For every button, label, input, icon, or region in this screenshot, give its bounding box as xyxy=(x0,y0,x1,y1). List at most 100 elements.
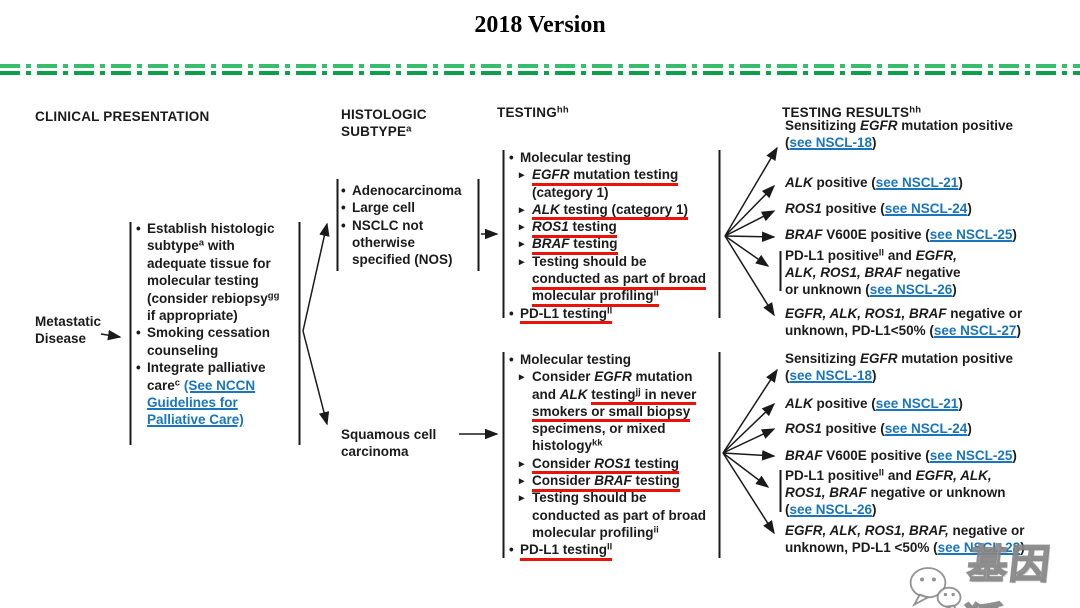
text-segment: PD-L1 positive xyxy=(785,468,879,483)
arrow-lo-result-2 xyxy=(722,402,776,454)
text-segment: ll xyxy=(607,305,613,317)
result-row-alk-upper: ALK positive (see NSCL-21) xyxy=(785,174,963,191)
text-segment: ) xyxy=(967,201,972,216)
link-nscl-25[interactable]: see NSCL-25 xyxy=(929,227,1013,242)
text-segment: testing xyxy=(591,386,636,402)
text-segment: ROS1 xyxy=(785,201,822,216)
link-nscl-21[interactable]: see NSCL-21 xyxy=(875,175,959,190)
text-segment: Testing should be xyxy=(532,490,647,506)
text-segment: EGFR, ALK, ROS1, BRAF, xyxy=(785,523,949,538)
text-segment: EGFR, ALK, xyxy=(915,468,992,483)
red-underline-annotation: ROS1 testing xyxy=(532,219,617,238)
red-underline-annotation: EGFR mutation testing xyxy=(532,167,679,186)
link-nscl-24[interactable]: see NSCL-24 xyxy=(884,421,968,436)
link-palliative-care[interactable]: (See NCCN xyxy=(183,377,256,393)
text-segment: molecular profiling xyxy=(532,288,654,304)
link-nscl-28[interactable]: see NSCL-28 xyxy=(937,540,1021,555)
text-segment: adequate tissue for xyxy=(147,255,271,271)
list-item-text: BRAF testing xyxy=(532,236,618,255)
list-item: ▸ ROS1 testing xyxy=(509,218,719,238)
text-segment: ll xyxy=(607,541,613,553)
link-nscl-24[interactable]: see NSCL-24 xyxy=(884,201,968,216)
text-segment: subtype xyxy=(147,238,199,254)
link-palliative-care[interactable]: Palliative Care) xyxy=(147,412,244,428)
text-segment: positive ( xyxy=(812,175,876,190)
testing-box-nonsquamous: • Molecular testing ▸ EGFR mutation testing… xyxy=(509,149,719,325)
text-segment: and xyxy=(532,386,560,402)
list-item: •Molecular testing xyxy=(509,351,719,368)
link-nscl-27[interactable]: see NSCL-27 xyxy=(933,323,1017,338)
text-segment: mutation positive xyxy=(897,118,1014,133)
text-segment: EGFR, ALK, ROS1, BRAF xyxy=(785,306,947,321)
text-segment: ( xyxy=(785,135,790,150)
list-item-text: Molecular testing xyxy=(520,150,631,165)
text-segment: Molecular testing xyxy=(520,352,632,367)
list-item-text: Molecular testing xyxy=(520,352,631,367)
list-item: ▸ Consider BRAF testing xyxy=(509,472,719,492)
text-segment: ) xyxy=(872,368,877,383)
result-row-ros1-lower: ROS1 positive (see NSCL-24) xyxy=(785,420,972,437)
text-segment: ROS1, BRAF xyxy=(785,485,867,500)
text-segment: EGFR xyxy=(860,351,898,366)
text-segment: Sensitizing xyxy=(785,351,861,366)
result-row-egfr-upper: Sensitizing EGFR mutation positive(see N… xyxy=(785,117,1013,151)
text-segment: ) xyxy=(1016,323,1021,338)
arrow-up-result-2 xyxy=(724,184,776,237)
column-header-testing: TESTINGhh xyxy=(497,105,569,122)
list-item-text: ALK testing (category 1) xyxy=(532,201,689,221)
text-segment: hh xyxy=(556,104,569,116)
triangle-bullet-icon: ▸ xyxy=(519,492,525,505)
text-segment: Squamous cell xyxy=(341,427,437,442)
text-segment: mutation testing xyxy=(569,167,679,183)
text-segment: a xyxy=(198,237,205,249)
link-nscl-26[interactable]: see NSCL-26 xyxy=(789,502,873,517)
red-underline-annotation: Consider BRAF testing xyxy=(532,473,680,492)
triangle-bullet-icon: ▸ xyxy=(519,475,525,488)
flow-arrows xyxy=(100,146,778,535)
text-segment: gg xyxy=(267,290,280,302)
text-segment: smokers or small biopsy xyxy=(532,403,691,419)
list-item: • PD-L1 testingll xyxy=(509,305,719,325)
bullet-icon: • xyxy=(509,305,514,321)
bullet-icon: • xyxy=(136,360,141,376)
text-segment: carcinoma xyxy=(341,444,409,460)
text-segment: ( xyxy=(785,368,790,383)
text-segment: unknown, PD-L1 <50% ( xyxy=(785,540,938,555)
link-nscl-18[interactable]: see NSCL-18 xyxy=(789,368,873,383)
text-segment: BRAF xyxy=(785,227,823,242)
bullet-icon: • xyxy=(136,221,141,236)
text-segment: specimens, or mixed xyxy=(532,421,666,437)
text-segment: unknown, PD-L1<50% ( xyxy=(785,323,934,338)
link-nscl-25[interactable]: see NSCL-25 xyxy=(929,448,1013,463)
histology-squamous-label: Squamous cell carcinoma xyxy=(341,426,436,461)
link-nscl-21[interactable]: see NSCL-21 xyxy=(875,396,959,411)
text-segment: SUBTYPE xyxy=(341,123,407,139)
triangle-bullet-icon: ▸ xyxy=(519,221,525,234)
text-segment: specified (NOS) xyxy=(352,252,453,268)
text-segment: Smoking cessation xyxy=(147,325,271,341)
link-palliative-care[interactable]: Guidelines for xyxy=(147,395,238,411)
text-segment: ALK xyxy=(559,386,588,402)
text-segment: conducted as part of broad xyxy=(532,507,707,523)
text-segment: positive ( xyxy=(812,396,876,411)
text-segment: and xyxy=(884,248,916,263)
link-nscl-18[interactable]: see NSCL-18 xyxy=(789,135,873,150)
bullet-icon: • xyxy=(341,200,346,216)
list-item-text: PD-L1 testingll xyxy=(520,541,613,561)
link-nscl-26[interactable]: see NSCL-26 xyxy=(869,282,953,297)
text-segment: PD-L1 testing xyxy=(520,305,608,321)
text-segment: ll xyxy=(878,247,885,259)
text-segment: histology xyxy=(532,438,592,454)
red-underline-annotation: PD-L1 testingll xyxy=(520,541,613,561)
text-segment: Consider xyxy=(532,455,595,471)
